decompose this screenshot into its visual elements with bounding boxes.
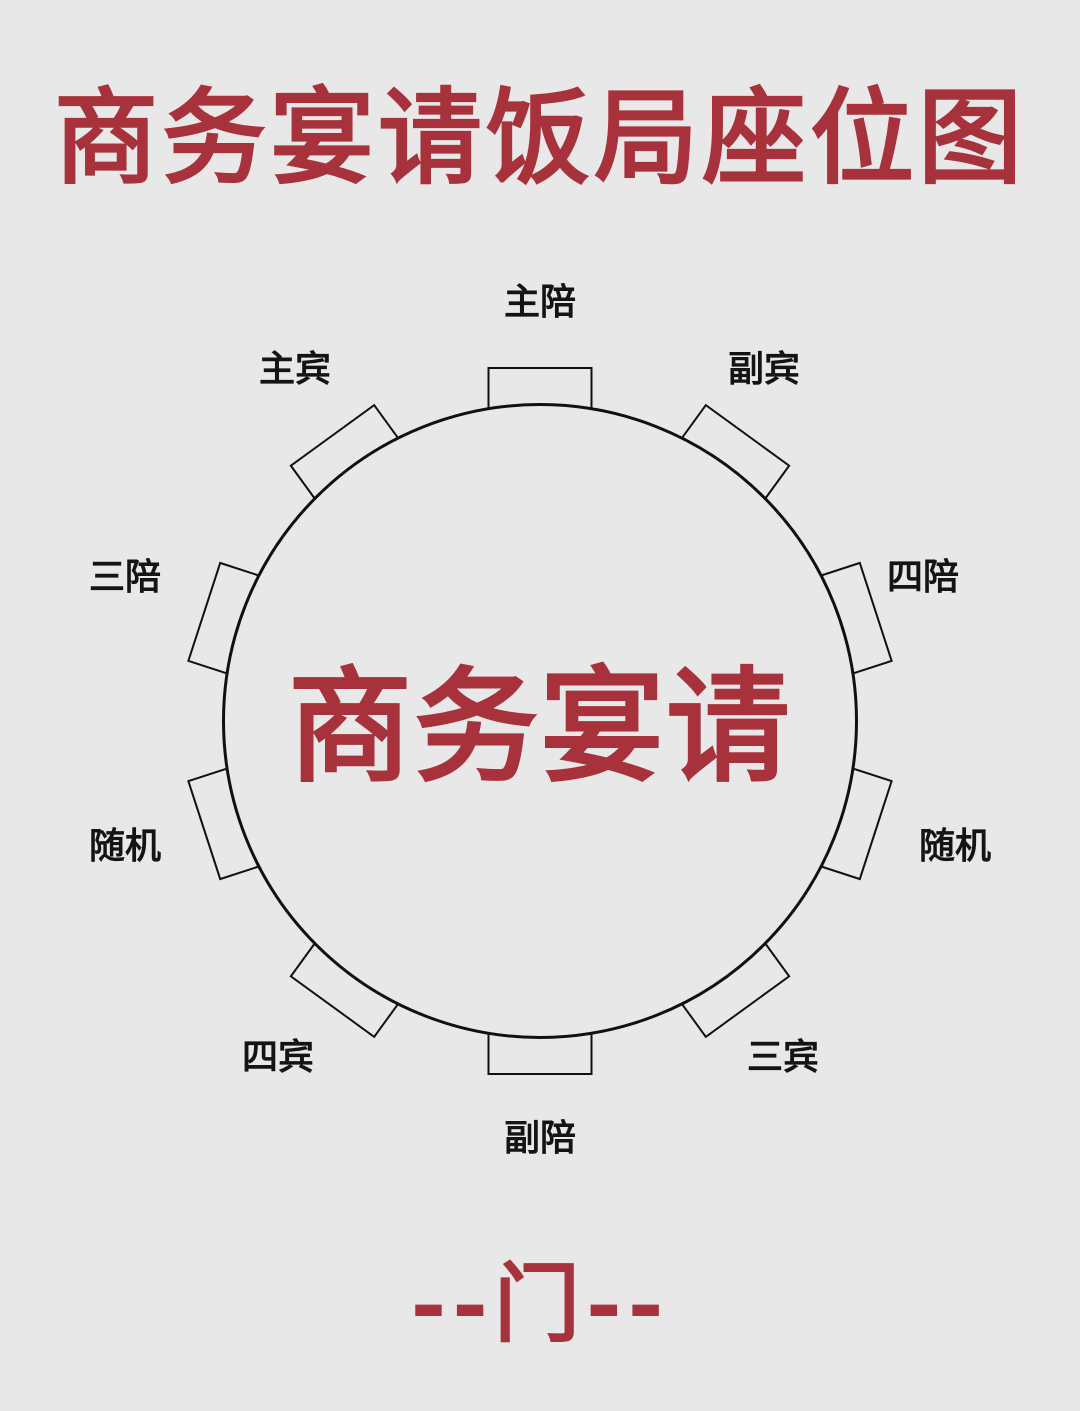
seat-label-right-upper: 四陪: [886, 556, 960, 598]
door-label: --门--: [410, 1253, 670, 1355]
seat-label-right-lower: 随机: [918, 825, 992, 867]
seat-label-left-upper: 三陪: [88, 556, 162, 598]
seat-label-bottom-left: 四宾: [241, 1036, 315, 1078]
table-surface: [223, 404, 857, 1038]
seat-label-top-left: 主宾: [258, 348, 332, 390]
seat-label-bottom-right: 三宾: [746, 1036, 820, 1078]
seat-label-top: 主陪: [503, 281, 577, 323]
seat-label-left-lower: 随机: [88, 825, 162, 867]
table-center-label: 商务宴请: [287, 655, 793, 800]
chair-bottom: [487, 1033, 593, 1075]
seat-label-bottom: 副陪: [503, 1117, 577, 1159]
page-title: 商务宴请饭局座位图: [53, 76, 1026, 199]
chair-top: [487, 367, 593, 409]
chairs: [187, 367, 893, 1075]
seat-label-top-right: 副宾: [727, 348, 801, 390]
